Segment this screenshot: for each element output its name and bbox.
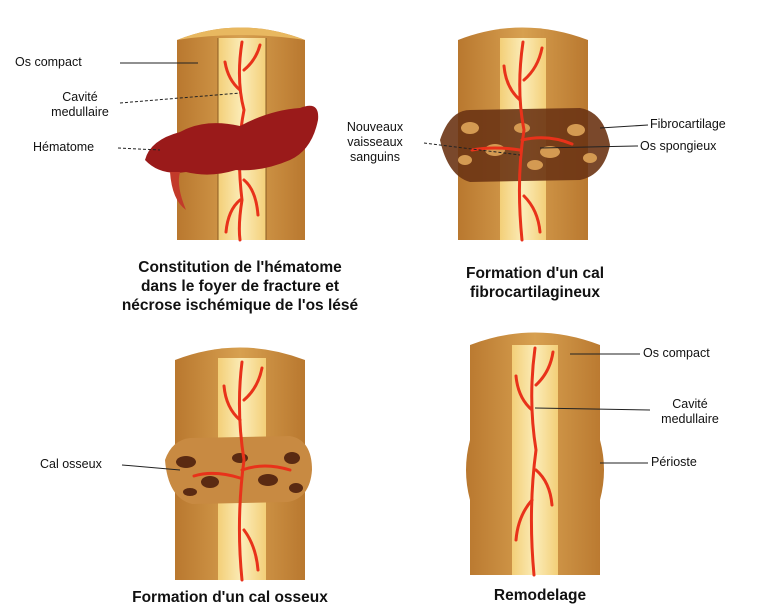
- label-nv-line3: sanguins: [330, 150, 420, 165]
- panel-remodeling-illustration: [466, 333, 604, 576]
- label-nouveaux-vaisseaux: Nouveaux vaisseaux sanguins: [330, 120, 420, 165]
- label-cavite-medullaire-1: Cavité medullaire: [40, 90, 120, 120]
- label-nv-line1: Nouveaux: [330, 120, 420, 135]
- caption-fibrocartilage: Formation d'un cal fibrocartilagineux: [410, 264, 660, 302]
- caption-line: Constitution de l'hématome: [60, 258, 420, 277]
- caption-line: Remodelage: [440, 586, 640, 605]
- label-cavite-line1: Cavité: [650, 397, 730, 412]
- caption-line: fibrocartilagineux: [410, 283, 660, 302]
- label-cavite-line2: medullaire: [40, 105, 120, 120]
- label-os-compact-1: Os compact: [15, 55, 82, 70]
- label-cavite-medullaire-4: Cavité medullaire: [650, 397, 730, 427]
- label-cavite-line1: Cavité: [40, 90, 120, 105]
- panel-bony-callus-illustration: [165, 348, 312, 581]
- label-fibrocartilage: Fibrocartilage: [650, 117, 726, 132]
- caption-remodelage: Remodelage: [440, 586, 640, 605]
- callus-swelling: [440, 108, 610, 182]
- caption-line: dans le foyer de fracture et: [60, 277, 420, 296]
- label-hematome: Hématome: [33, 140, 94, 155]
- panel-hematoma-illustration: [145, 28, 318, 241]
- caption-cal-osseux: Formation d'un cal osseux: [80, 588, 380, 607]
- label-cavite-line2: medullaire: [650, 412, 730, 427]
- caption-line: nécrose ischémique de l'os lésé: [60, 296, 420, 315]
- label-nv-line2: vaisseaux: [330, 135, 420, 150]
- label-perioste: Périoste: [651, 455, 697, 470]
- caption-line: Formation d'un cal osseux: [80, 588, 380, 607]
- panel-fibrocartilage-illustration: [440, 28, 610, 241]
- label-os-compact-4: Os compact: [643, 346, 710, 361]
- label-os-spongieux: Os spongieux: [640, 139, 716, 154]
- caption-hematome: Constitution de l'hématome dans le foyer…: [60, 258, 420, 315]
- caption-line: Formation d'un cal: [410, 264, 660, 283]
- label-cal-osseux: Cal osseux: [40, 457, 102, 472]
- leader-fibrocartilage: [600, 125, 648, 128]
